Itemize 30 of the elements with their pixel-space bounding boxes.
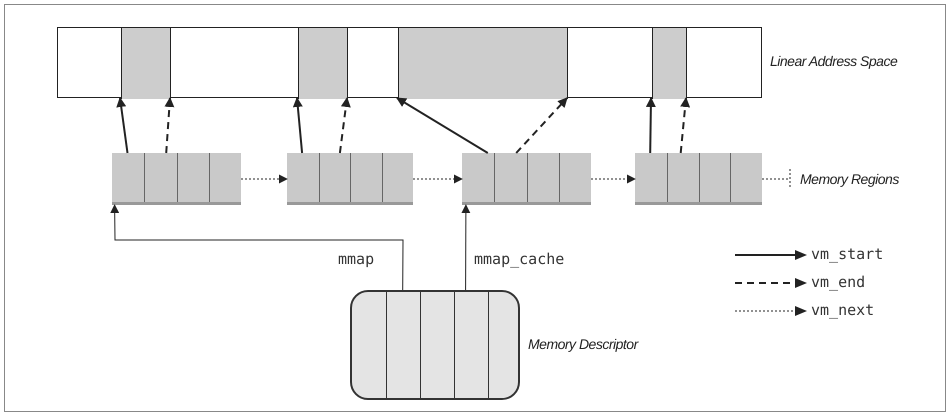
- legend-label: vm_end: [811, 273, 866, 291]
- arrow: [338, 97, 351, 154]
- memory-region-box: [635, 153, 762, 205]
- arrow: [590, 174, 636, 184]
- mapped-segment: [398, 28, 568, 99]
- region-label: Memory Regions: [790, 169, 900, 189]
- memory-region-box: [112, 153, 241, 205]
- arrow: [646, 97, 656, 154]
- memory-region-box: [287, 153, 413, 205]
- connector-line: [762, 168, 790, 190]
- arrow: [116, 97, 128, 154]
- mapped-segment: [298, 28, 348, 99]
- legend-label: vm_next: [811, 301, 874, 319]
- node-heading: Memory Descriptor: [528, 336, 638, 352]
- arrow: [515, 97, 568, 154]
- arrow: [412, 174, 463, 184]
- arrow: [110, 204, 404, 290]
- edge-label: mmap: [338, 250, 374, 268]
- node-heading: Linear Address Space: [770, 53, 898, 69]
- arrow: [461, 204, 470, 290]
- mapped-segment: [652, 28, 687, 99]
- memory-region-box: [462, 153, 591, 205]
- arrow: [396, 97, 488, 154]
- arrow: [680, 97, 690, 154]
- edge-label: mmap_cache: [474, 250, 564, 268]
- arrow: [164, 97, 174, 154]
- arrow: [240, 174, 288, 184]
- mapped-segment: [121, 28, 171, 99]
- arrow: [292, 97, 304, 154]
- legend-label: vm_start: [811, 245, 884, 263]
